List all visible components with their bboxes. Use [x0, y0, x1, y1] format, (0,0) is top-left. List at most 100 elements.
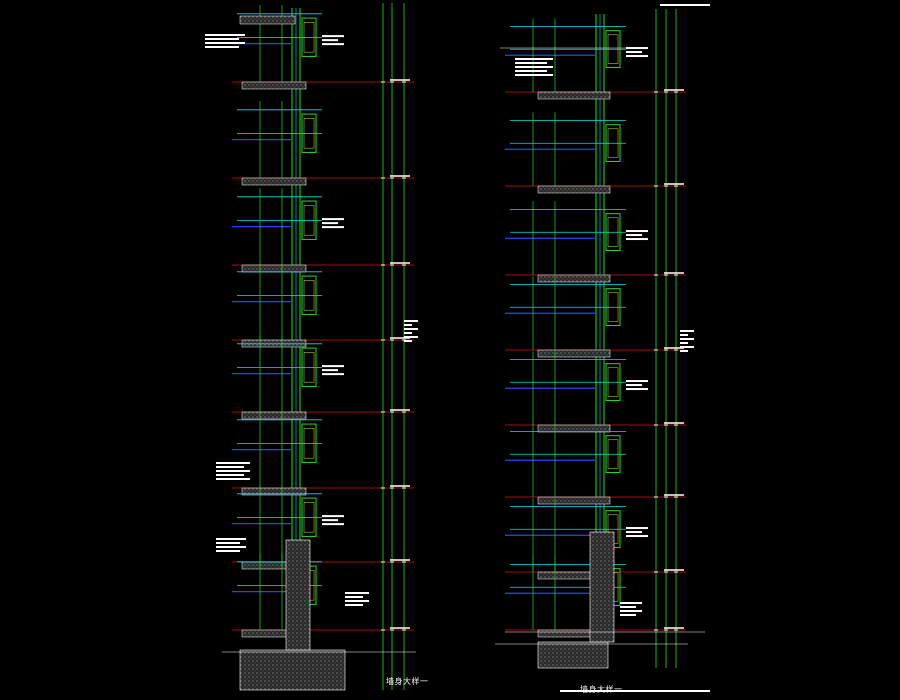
window-frame [605, 30, 621, 68]
window-frame [301, 497, 317, 537]
annotation-text [626, 238, 648, 241]
annotation-text [322, 523, 344, 526]
annotation-text [515, 62, 547, 64]
annotation-text [322, 365, 344, 368]
annotation-text [345, 604, 363, 606]
window-frame [605, 124, 621, 162]
annotation-text [216, 550, 240, 552]
drawing-footer-text [560, 690, 710, 692]
annotation-text [626, 230, 648, 233]
window-frame [301, 423, 317, 463]
window-sash [303, 428, 315, 459]
annotation-text [626, 55, 648, 58]
annotation-text [620, 610, 642, 612]
floor-slab [241, 264, 307, 273]
window-sash [607, 292, 619, 322]
window-sash [303, 502, 315, 533]
annotation-text [322, 35, 344, 38]
annotation-text [626, 527, 648, 530]
floor-slab [537, 274, 611, 283]
window-sash [607, 439, 619, 469]
window-sash [303, 118, 315, 149]
foundation-block [239, 649, 346, 691]
annotation-text [216, 474, 244, 476]
annotation-text [626, 51, 642, 54]
window-frame [301, 200, 317, 240]
window-frame [301, 275, 317, 315]
window-sash [607, 128, 619, 158]
annotation-text [322, 222, 338, 225]
annotation-text [216, 466, 244, 468]
wall-section-left [205, 3, 418, 691]
annotation-text [515, 74, 553, 76]
annotation-text [216, 542, 240, 544]
annotation-text [205, 34, 245, 36]
annotation-text [620, 614, 636, 616]
basement-wall [285, 539, 311, 651]
annotation-text [680, 346, 694, 348]
annotation-text [626, 388, 648, 391]
annotation-text [322, 39, 338, 42]
annotation-text [626, 535, 648, 538]
floor-slab [241, 177, 307, 186]
annotation-text [216, 462, 250, 464]
floor-slab [537, 349, 611, 358]
annotation-text [515, 66, 553, 68]
annotation-text [626, 380, 648, 383]
annotation-text [404, 340, 412, 342]
window-frame [605, 213, 621, 251]
roof-slab [239, 15, 296, 25]
annotation-text [680, 342, 688, 344]
annotation-text [322, 373, 344, 376]
annotation-text [620, 606, 636, 608]
section-title-left: 墙身大样一 [386, 677, 429, 686]
window-frame [301, 347, 317, 387]
window-sash [303, 22, 315, 53]
annotation-text [216, 546, 246, 548]
wall-section-right [495, 4, 710, 692]
annotation-text [515, 70, 547, 72]
drawing-header-text [660, 4, 710, 6]
annotation-text [626, 234, 642, 237]
annotation-text [216, 538, 246, 540]
annotation-text [345, 600, 369, 602]
annotation-text [620, 602, 642, 604]
floor-slab [241, 81, 307, 90]
window-frame [605, 288, 621, 326]
floor-slab [241, 487, 307, 496]
window-sash [303, 205, 315, 236]
floor-slab [241, 411, 307, 420]
annotation-text [216, 470, 250, 472]
floor-slab [537, 424, 611, 433]
annotation-text [216, 478, 250, 480]
annotation-text [322, 515, 344, 518]
annotation-text [680, 338, 694, 340]
annotation-text [404, 320, 418, 322]
annotation-text [680, 330, 694, 332]
window-frame [605, 363, 621, 401]
annotation-text [404, 324, 412, 326]
annotation-text [322, 226, 344, 229]
floor-slab [537, 496, 611, 505]
annotation-text [205, 46, 239, 48]
window-sash [607, 367, 619, 397]
window-sash [303, 280, 315, 311]
annotation-text [322, 43, 344, 46]
annotation-text [322, 369, 338, 372]
annotation-text [626, 384, 642, 387]
annotation-text [626, 531, 642, 534]
annotation-text [345, 592, 369, 594]
window-frame [301, 17, 317, 57]
section-title-right: 墙身大样一 [580, 685, 623, 694]
annotation-text [404, 336, 418, 338]
basement-wall [589, 531, 615, 643]
annotation-text [680, 350, 688, 352]
window-frame [605, 435, 621, 473]
annotation-text [680, 334, 688, 336]
annotation-text [205, 38, 239, 40]
floor-slab [537, 185, 611, 194]
annotation-text [322, 218, 344, 221]
annotation-text [345, 596, 363, 598]
annotation-text [322, 519, 338, 522]
